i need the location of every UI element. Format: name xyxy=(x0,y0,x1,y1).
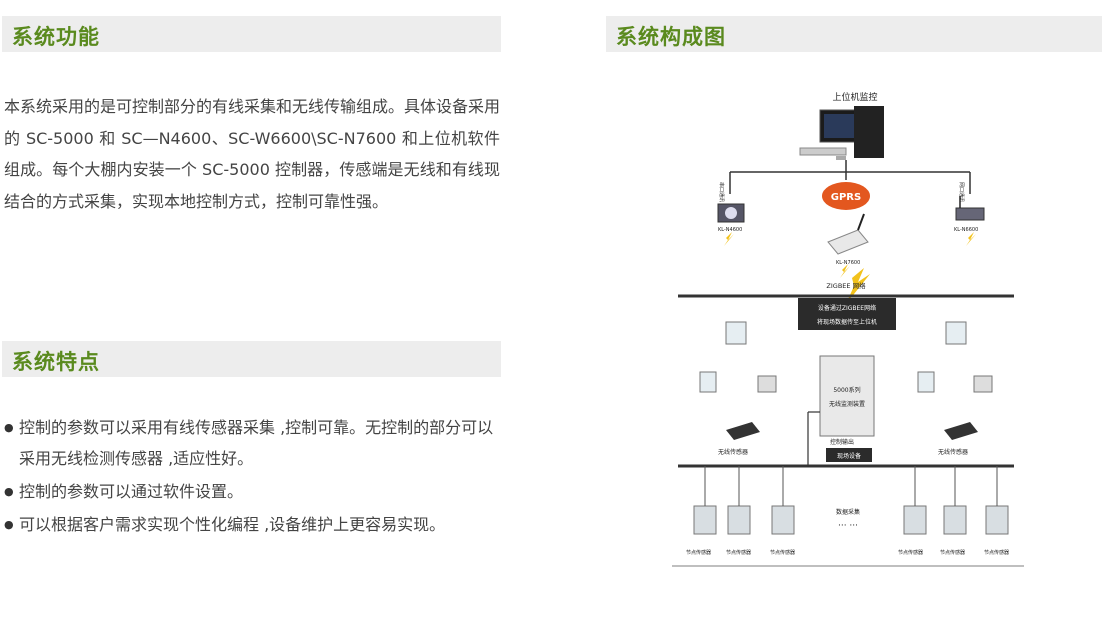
kl-n7600-device-icon xyxy=(827,213,869,255)
zigbee-note-box xyxy=(798,298,896,330)
control-output-label: 控制输出 xyxy=(830,438,854,446)
system-diagram: 上位机监控 串口通讯 网口通讯 KL-N4600 KL-N6600 GPRS K… xyxy=(672,91,1024,567)
data-collect-label: 数据采集 xyxy=(836,508,860,516)
function-paragraph: 本系统采用的是可控制部分的有线采集和无线传输组成。具体设备采用的 SC-5000… xyxy=(4,97,501,211)
node-label-1: 节点传感器 xyxy=(686,549,711,556)
field-device-box xyxy=(826,448,872,462)
kl-n6600-label: KL-N6600 xyxy=(954,227,978,233)
kl-n4600-device-icon xyxy=(717,203,745,223)
field-device-label: 现场设备 xyxy=(837,452,861,460)
section-title-function: 系统功能 xyxy=(12,25,100,49)
left-sensor-cluster xyxy=(699,321,777,440)
dots: ··· ··· xyxy=(838,521,858,531)
gprs-bubble xyxy=(822,182,870,210)
computer-icon xyxy=(799,106,884,160)
zigbee-label: ZIGBEE 网络 xyxy=(826,281,866,290)
gprs-label: GPRS xyxy=(831,192,861,203)
node-label-5: 节点传感器 xyxy=(940,549,965,556)
section-title-features: 系统特点 xyxy=(12,350,100,374)
network-label: 网口通讯 xyxy=(958,182,965,202)
node-sensors xyxy=(693,505,1009,535)
wireless-sensor-left-label: 无线传感器 xyxy=(718,448,748,456)
section-title-diagram: 系统构成图 xyxy=(616,25,726,49)
feature-item: 可以根据客户需求实现个性化编程 ,设备维护上更容易实现。 xyxy=(4,509,504,540)
feature-item: 控制的参数可以采用有线传感器采集 ,控制可靠。无控制的部分可以采用无线检测传感器… xyxy=(4,412,504,474)
section-header-function: 系统功能 xyxy=(2,16,501,52)
controller-line2: 无线监测装置 xyxy=(829,400,865,408)
wireless-sensor-right-label: 无线传感器 xyxy=(938,448,968,456)
kl-n7600-label: KL-N7600 xyxy=(836,260,860,266)
right-sensor-cluster xyxy=(917,321,993,440)
controller-line1: 5000系列 xyxy=(833,386,860,394)
section-header-diagram: 系统构成图 xyxy=(606,16,1102,52)
node-label-2: 节点传感器 xyxy=(726,549,751,556)
node-label-3: 节点传感器 xyxy=(770,549,795,556)
node-label-6: 节点传感器 xyxy=(984,549,1009,556)
controller-cabinet xyxy=(819,355,875,437)
serial-label: 串口通讯 xyxy=(718,182,725,202)
node-label-4: 节点传感器 xyxy=(898,549,923,556)
note-line2: 将现场数据传至上位机 xyxy=(817,318,877,326)
kl-n4600-label: KL-N4600 xyxy=(718,227,742,233)
feature-list: 控制的参数可以采用有线传感器采集 ,控制可靠。无控制的部分可以采用无线检测传感器… xyxy=(4,412,504,542)
section-header-features: 系统特点 xyxy=(2,341,501,377)
feature-item: 控制的参数可以通过软件设置。 xyxy=(4,476,504,507)
kl-n6600-device-icon xyxy=(955,196,985,221)
host-monitor-label: 上位机监控 xyxy=(832,91,877,103)
note-line1: 设备通过ZIGBEE网络 xyxy=(818,304,876,312)
